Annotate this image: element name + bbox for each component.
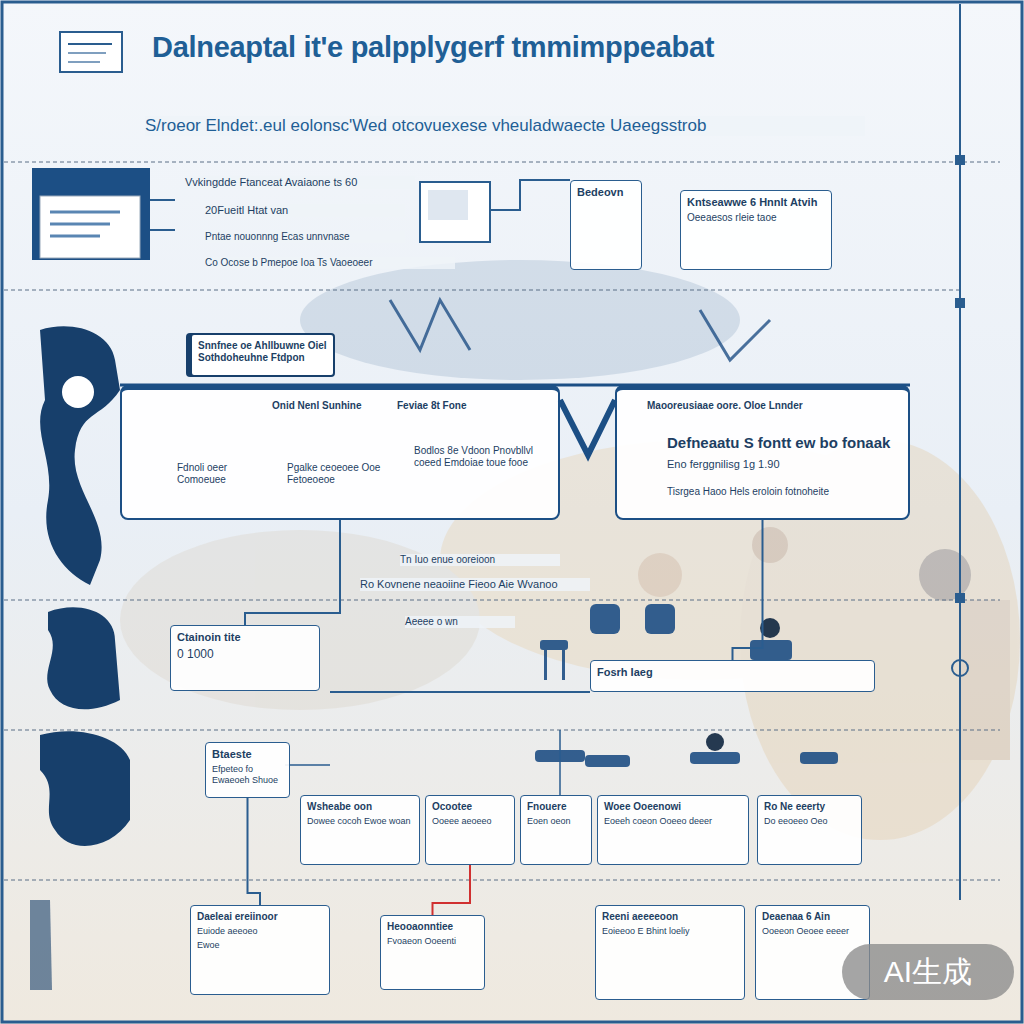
box-text: Pgalke ceoeoee Ooe Fetoeoeoe <box>287 462 402 486</box>
box-heading: Ctainoin tite <box>177 631 313 644</box>
note-label: Co Ocose b Pmepoe Ioa Ts Vaoeoeer <box>205 257 455 269</box>
box-text: Bodlos 8e Vdoon Pnovbllvl coeed Emdoiae … <box>414 445 549 469</box>
box-text: Do eeoeeo Oeo <box>764 816 855 827</box>
box-text: Eoeeh coeon Ooeeo deeer <box>604 816 742 827</box>
process-box: Snnfnee oe Ahllbuwne Oiel Sothdoheuhne F… <box>190 333 335 377</box>
note-label: S/roeor Elndet:.eul eolonsc'Wed otcovuex… <box>145 116 865 136</box>
process-box: Kntseawwe 6 Hnnlt AtvihOeeaesos rleie ta… <box>680 190 832 270</box>
box-text: Oeeaesos rleie taoe <box>687 212 825 224</box>
box-text: 0 1000 <box>177 647 313 661</box>
box-heading: Ocootee <box>432 801 508 813</box>
process-box: Bedeovn <box>570 180 642 270</box>
box-heading: Reeni aeeeeoon <box>602 911 738 923</box>
note-label: Vvkingdde Ftanceat Avaiaone ts 60 <box>185 176 415 189</box>
box-heading: Wsheabe oon <box>307 801 413 813</box>
note-label: Tn Iuo enue ooreioon <box>400 554 560 566</box>
box-text: Ewoe <box>197 940 323 951</box>
box-heading: Kntseawwe 6 Hnnlt Atvih <box>687 196 825 209</box>
box-heading: Snnfnee oe Ahllbuwne Oiel Sothdoheuhne F… <box>198 340 327 364</box>
connector-line <box>433 865 471 915</box>
box-heading: Daeleai ereiinoor <box>197 911 323 923</box>
box-text: Euiode aeeoeo <box>197 926 323 937</box>
process-box: Maooreusiaae oore. Oloe LnnderDefneaatu … <box>615 385 910 520</box>
box-heading: Btaeste <box>212 748 283 761</box>
watermark: AI生成 <box>842 944 1014 1000</box>
box-heading: Heooaonntiee <box>387 921 478 933</box>
connector-line <box>733 520 763 660</box>
box-text: Fvoaeon Ooeenti <box>387 936 478 947</box>
box-heading: Ro Ne eeerty <box>764 801 855 813</box>
box-text: Ooeee aeoeeo <box>432 816 508 827</box>
box-text: Eoen oeon <box>527 816 585 827</box>
process-box: Woee OoeenowiEoeeh coeon Ooeeo deeer <box>597 795 749 865</box>
process-box: Daeleai ereiinoorEuiode aeeoeoEwoe <box>190 905 330 995</box>
process-box: Fosrh Iaeg <box>590 660 875 692</box>
box-text: Efpeteo fo Ewaeoeh Shuoe <box>212 764 283 786</box>
box-text: Fdnoli oeer Comoeuee <box>177 462 277 486</box>
connector-line <box>245 520 340 625</box>
note-label: Ro Kovnene neaoiine Fieoo Aie Wvanoo <box>360 578 590 591</box>
box-heading: Fnouere <box>527 801 585 813</box>
box-text: Eno ferggnilisg 1g 1.90 <box>667 458 902 471</box>
connector-line <box>248 798 261 905</box>
box-heading: Maooreusiaae oore. Oloe Lnnder <box>647 400 897 412</box>
process-box: Onid Nenl Sunhine Feviae 8t FoneFdnoli oe… <box>120 385 560 520</box>
process-box: FnouereEoen oeon <box>520 795 592 865</box>
note-label: Pntae nouonnng Ecas unnvnase <box>205 231 405 243</box>
box-heading: Woee Ooeenowi <box>604 801 742 813</box>
process-box: OcooteeOoeee aeoeeo <box>425 795 515 865</box>
box-heading: Bedeovn <box>577 186 635 199</box>
box-text: Defneaatu S fontt ew bo fonaak <box>667 434 902 452</box>
box-heading: Fosrh Iaeg <box>597 666 868 679</box>
process-box: Reeni aeeeeoonEoieeoo E Bhint loeliy <box>595 905 745 1000</box>
process-box: Wsheabe oonDowee cocoh Ewoe woan <box>300 795 420 865</box>
diagram-title: Dalneaptal it'e palpplygerf tmmimppeabat <box>152 30 912 65</box>
box-text: Feviae 8t Fone <box>397 400 517 412</box>
box-text: Tisrgea Haoo Hels eroloin fotnoheite <box>667 486 902 498</box>
box-heading: Onid Nenl Sunhine <box>272 400 392 412</box>
box-text: Ooeeon Oeoee eeeer <box>762 926 863 937</box>
note-label: 20Fueitl Htat van <box>205 204 405 217</box>
note-label: Aeeee o wn <box>405 616 515 628</box>
process-box: Ro Ne eeerty Do eeoeeo Oeo <box>757 795 862 865</box>
box-text: Eoieeoo E Bhint loeliy <box>602 926 738 937</box>
process-box: BtaesteEfpeteo fo Ewaeoeh Shuoe <box>205 742 290 798</box>
process-box: Ctainoin tite 0 1000 <box>170 625 320 691</box>
process-box: HeooaonntieeFvoaeon Ooeenti <box>380 915 485 990</box>
box-heading: Deaenaa 6 Ain <box>762 911 863 923</box>
box-text: Dowee cocoh Ewoe woan <box>307 816 413 827</box>
